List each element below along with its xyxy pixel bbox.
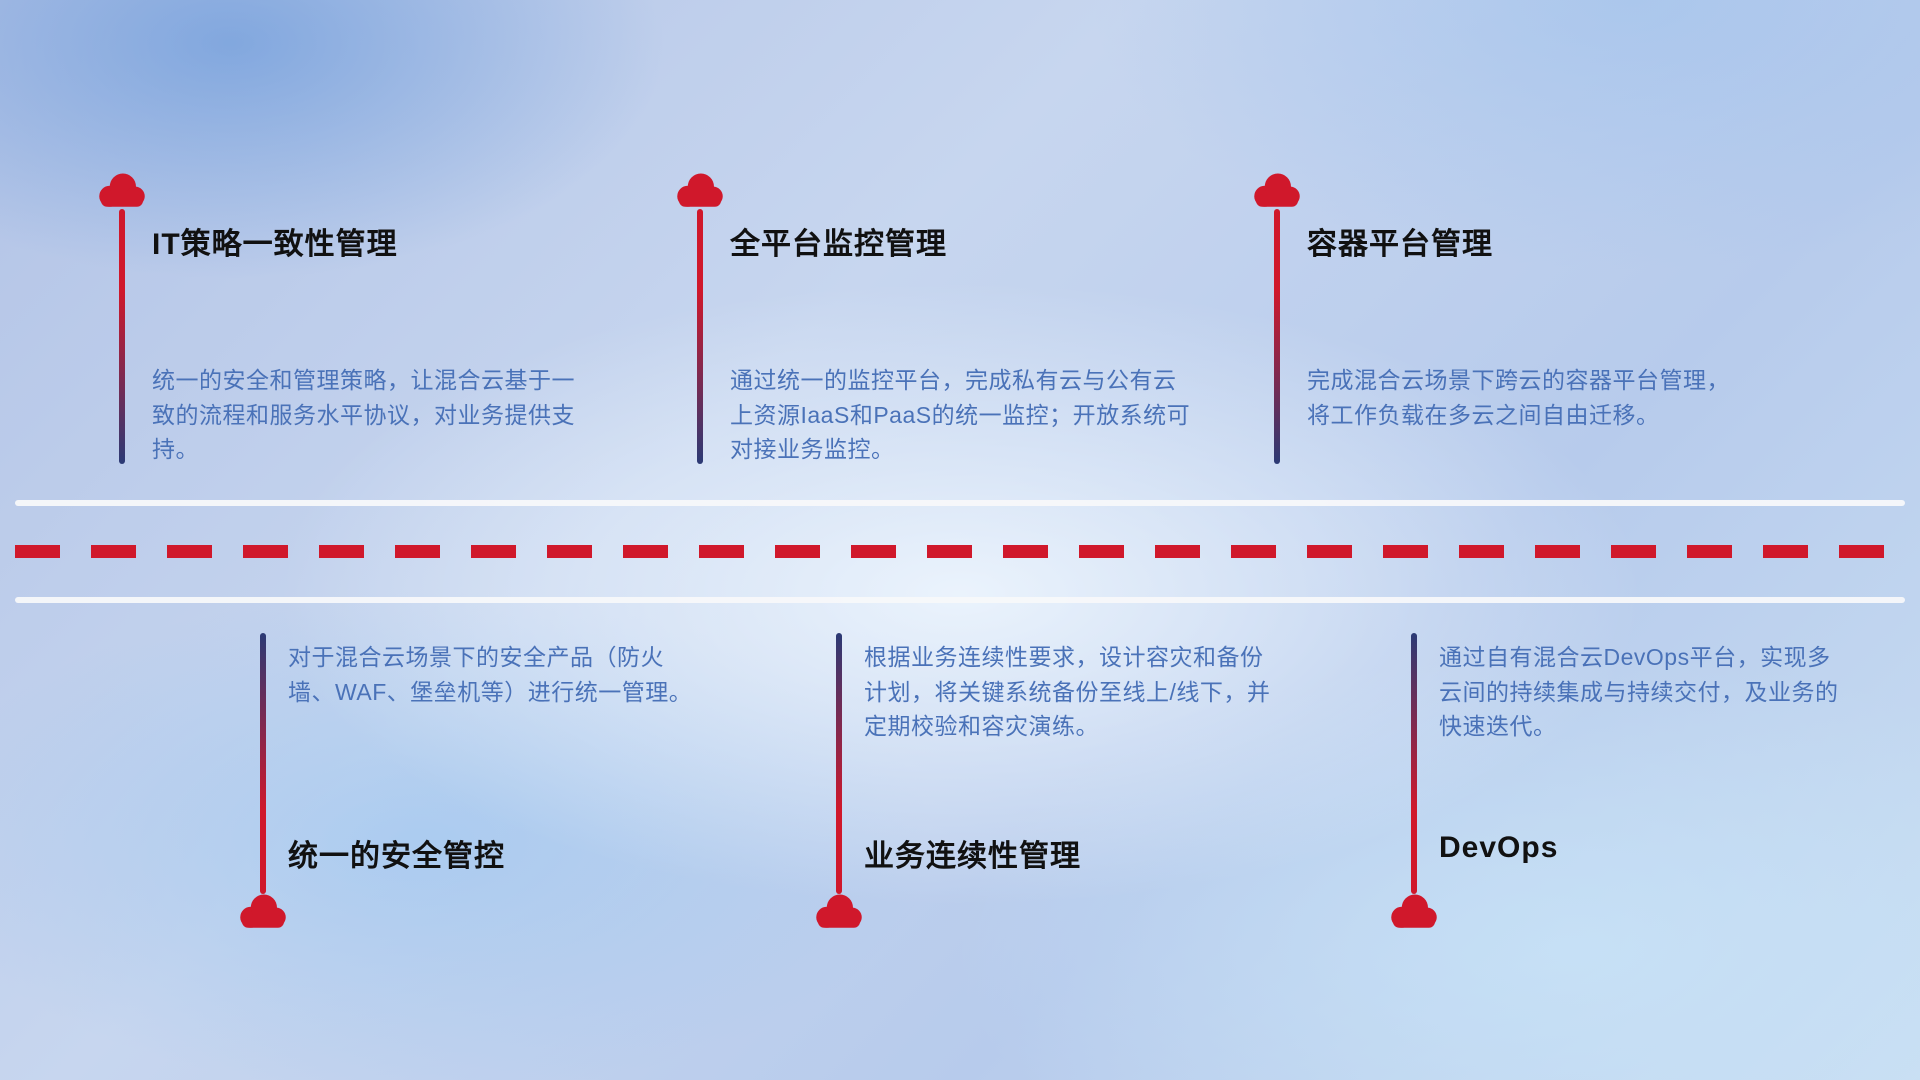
cloud-icon	[1391, 894, 1437, 928]
cloud-icon	[99, 173, 145, 207]
cloud-icon	[816, 894, 862, 928]
pin-connector-line	[260, 633, 266, 894]
item-title: 统一的安全管控	[288, 840, 505, 873]
cloud-icon	[1254, 173, 1300, 207]
pin-connector-line	[697, 209, 703, 464]
road-bottom-line	[15, 597, 1905, 603]
item-title: IT策略一致性管理	[152, 228, 398, 261]
pin-connector-line	[119, 209, 125, 464]
cloud-icon	[677, 173, 723, 207]
item-description: 统一的安全和管理策略，让混合云基于一致的流程和服务水平协议，对业务提供支持。	[152, 367, 575, 462]
item-description: 通过自有混合云DevOps平台，实现多云间的持续集成与持续交付，及业务的快速迭代…	[1439, 644, 1839, 739]
pin-connector-line	[1411, 633, 1417, 894]
item-description: 通过统一的监控平台，完成私有云与公有云上资源IaaS和PaaS的统一监控；开放系…	[730, 367, 1191, 462]
item-title: 全平台监控管理	[730, 228, 947, 261]
item-title: 业务连续性管理	[864, 840, 1081, 873]
item-description: 对于混合云场景下的安全产品（防火墙、WAF、堡垒机等）进行统一管理。	[288, 644, 693, 705]
cloud-icon	[240, 894, 286, 928]
road-dashed-center-line	[15, 545, 1905, 558]
item-description: 根据业务连续性要求，设计容灾和备份计划，将关键系统备份至线上/线下，并定期校验和…	[864, 644, 1271, 739]
road-top-line	[15, 500, 1905, 506]
item-title: 容器平台管理	[1307, 228, 1493, 261]
item-title: DevOps	[1439, 831, 1559, 864]
pin-connector-line	[1274, 209, 1280, 464]
item-description: 完成混合云场景下跨云的容器平台管理，将工作负载在多云之间自由迁移。	[1307, 367, 1730, 428]
pin-connector-line	[836, 633, 842, 894]
